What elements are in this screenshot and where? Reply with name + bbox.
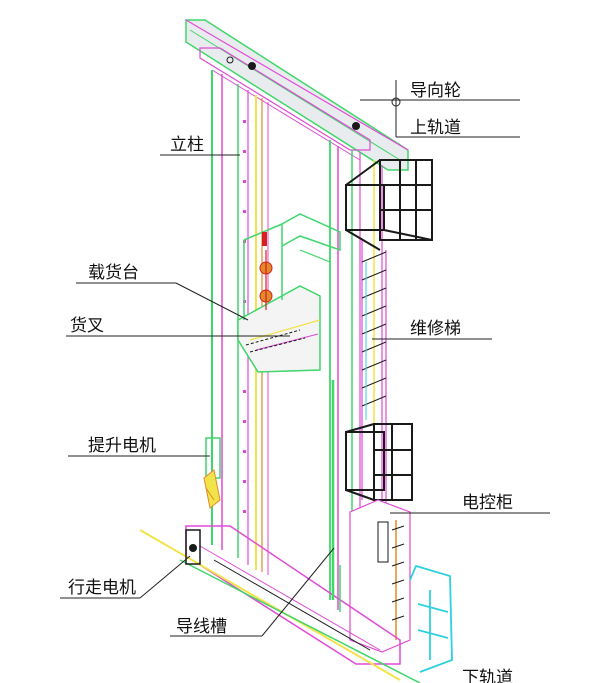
load-platform — [237, 213, 341, 373]
label-travel-motor: 行走电机 — [68, 578, 136, 598]
label-cable-trough: 导线槽 — [176, 617, 227, 637]
upper-cage — [345, 159, 433, 251]
maintenance-ladder — [361, 240, 387, 510]
label-control-cabinet: 电控柜 — [462, 493, 513, 513]
fork — [245, 329, 306, 353]
cable-trough — [331, 380, 341, 612]
label-upper-rail: 上轨道 — [410, 118, 461, 138]
entry-frame — [409, 564, 453, 673]
label-lower-rail: 下轨道 — [462, 668, 513, 683]
label-lift-motor: 提升电机 — [88, 436, 156, 456]
label-guide-wheel: 导向轮 — [410, 81, 461, 101]
control-cabinet — [349, 499, 411, 653]
top-beam — [185, 19, 409, 171]
label-load-platform: 载货台 — [88, 263, 139, 283]
hoist-chain — [259, 250, 273, 310]
label-maintenance-ladder: 维修梯 — [410, 319, 461, 339]
leader-lines — [60, 80, 550, 637]
travel-motor — [185, 529, 201, 565]
bottom-frame — [139, 525, 421, 683]
label-column: 立柱 — [170, 135, 204, 155]
label-fork: 货叉 — [70, 316, 104, 336]
lower-cage — [345, 423, 413, 501]
lift-motor — [203, 437, 221, 509]
guide-wheel-icon — [226, 56, 360, 130]
